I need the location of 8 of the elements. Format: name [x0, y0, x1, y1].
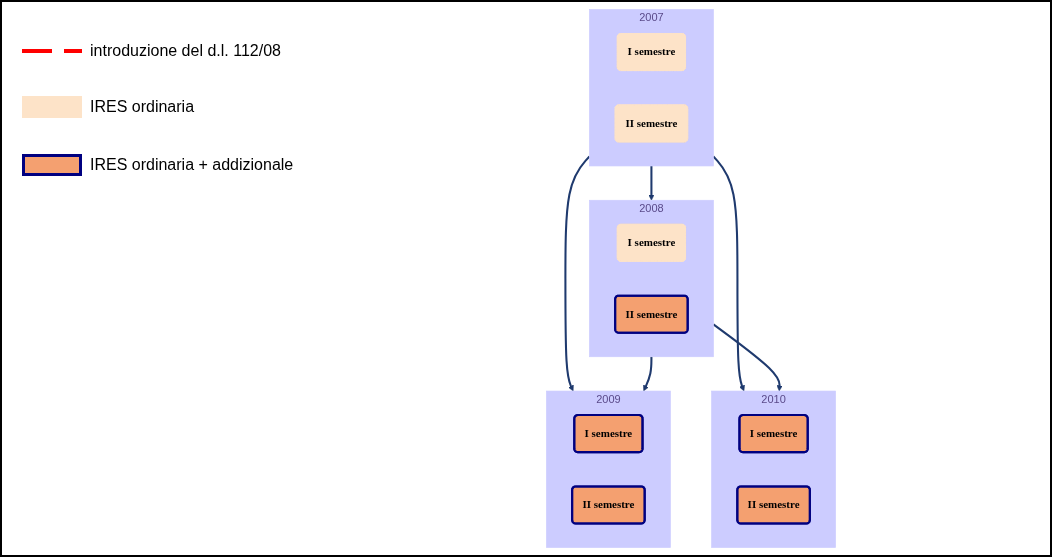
arrow: [643, 356, 653, 392]
legend-text: IRES ordinaria: [90, 98, 195, 116]
legend-text: introduzione del d.l. 112/08: [90, 42, 281, 60]
arrow: [712, 323, 783, 392]
arrow: [712, 155, 745, 392]
arrow: [648, 165, 655, 201]
arrow: [564, 155, 591, 392]
legend-text: IRES ordinaria + addizionale: [90, 156, 294, 174]
